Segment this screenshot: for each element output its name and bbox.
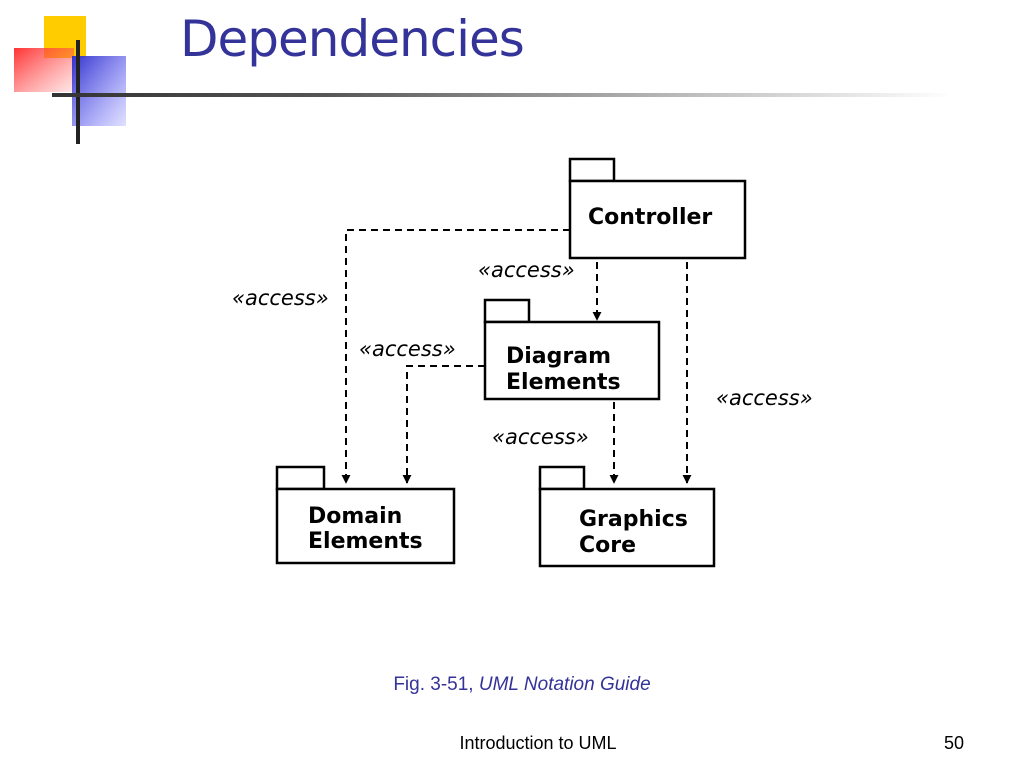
package-tab [568,157,616,183]
slide-logo [14,16,126,144]
page-number: 50 [943,733,964,753]
package-body [483,320,661,401]
package-graphics-core: Graphics Core [538,465,716,568]
dependency-label-controller-graphics: «access» [716,386,813,410]
package-label-line: Elements [506,370,621,395]
package-label-line: Core [579,533,636,558]
package-label-line: Controller [588,205,712,230]
caption-source: UML Notation Guide [478,674,651,695]
title-rule [52,93,952,97]
footer-text: Introduction to UML [459,733,617,753]
package-tab [538,465,586,491]
caption-prefix: Fig. 3-51, [393,674,479,695]
package-tab [275,465,326,491]
package-tab [483,298,531,324]
logo-vertical-bar [76,40,80,144]
dependency-diagram-domain [402,365,485,484]
package-body [275,487,456,565]
logo-red-square [14,48,74,92]
dependency-label-diagram-graphics: «access» [492,425,589,449]
dependency-label-controller-diagram: «access» [478,258,575,282]
package-body [538,487,716,568]
logo-blue-square [72,56,126,126]
dependency-label-diagram-domain: «access» [359,337,456,361]
dependency-controller-domain [341,229,570,484]
package-label-line: Diagram [506,344,611,369]
package-domain-elements: Domain Elements [275,465,456,565]
dependency-label-controller-domain: «access» [232,286,329,310]
slide-title: Dependencies [180,10,525,68]
package-body [568,179,747,260]
package-diagram-elements: Diagram Elements [483,298,661,401]
package-controller: Controller [568,157,747,260]
package-label-line: Elements [308,529,423,554]
package-label-line: Domain [308,504,402,529]
figure-caption: Fig. 3-51, UML Notation Guide [0,674,1024,696]
package-label-line: Graphics [579,507,688,532]
